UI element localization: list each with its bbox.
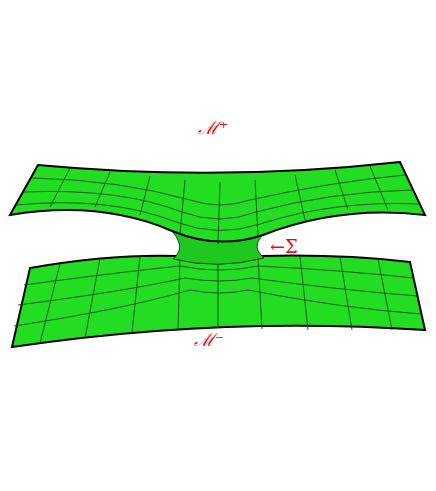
upper-grid <box>16 166 420 244</box>
lower-sheet-label: ℳ⁻ <box>194 331 225 349</box>
upper-sheet-label: ℳ⁺ <box>198 119 229 137</box>
throat-label: ←Σ <box>270 238 298 256</box>
upper-sheet <box>10 162 425 242</box>
lower-grid <box>14 256 421 343</box>
